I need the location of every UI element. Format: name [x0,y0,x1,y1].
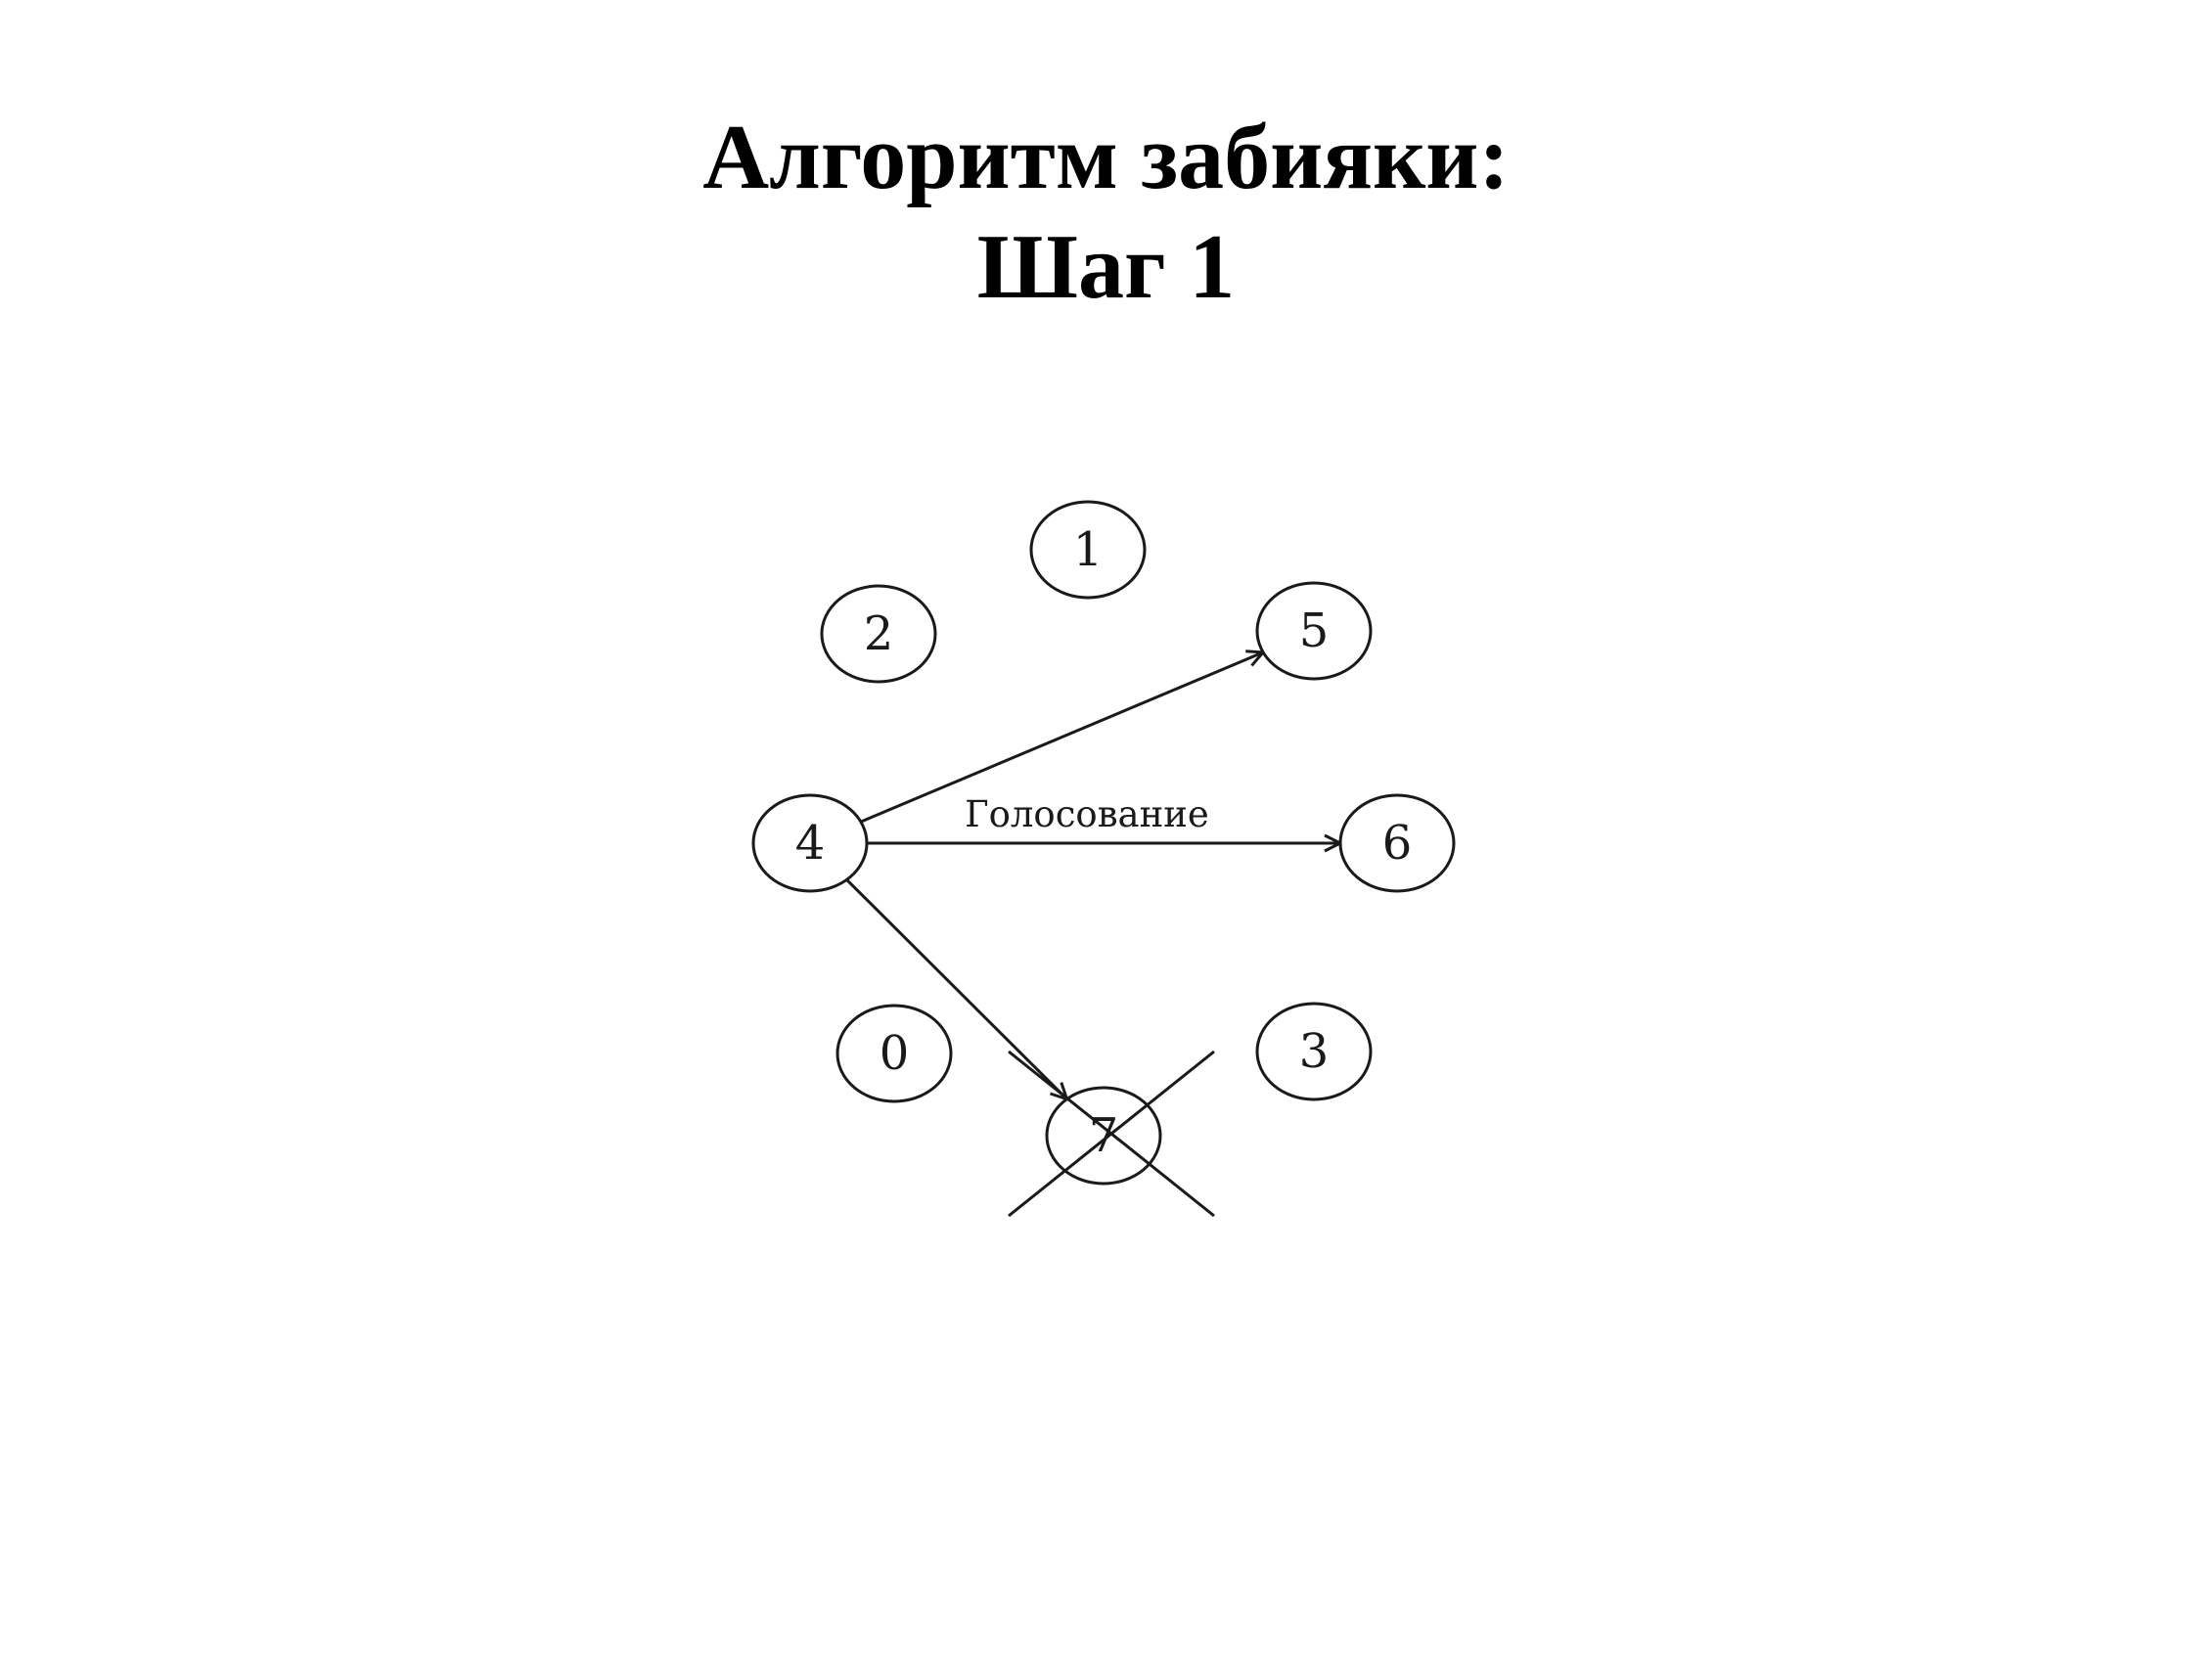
process-node-label-3: 3 [1299,1024,1330,1079]
slide-title-line2: Шаг 1 [976,216,1236,318]
process-node-label-5: 5 [1299,604,1330,658]
process-node-label-4: 4 [795,816,826,871]
process-node-circle-7 [1045,1086,1162,1186]
process-node-label-2: 2 [864,606,894,661]
edge-4-to-7 [845,878,1067,1098]
process-node-1: 1 [1029,500,1147,600]
process-node-label-1: 1 [1073,522,1104,577]
edges-layer: Голосование [845,652,1340,1099]
process-node-2: 2 [820,584,937,684]
process-node-6: 6 [1338,793,1456,893]
process-node-circle-2 [820,584,937,684]
process-node-label-6: 6 [1382,816,1413,871]
process-node-circle-6 [1338,793,1456,893]
crossed-out-mark [1008,1050,1215,1218]
edge-label-4-to-6: Голосование [965,793,1209,835]
process-node-circle-4 [751,793,869,893]
process-node-circle-5 [1255,581,1373,681]
slide-title-line1: Алгоритм забияки: [702,107,1510,208]
cross-line-2 [1008,1050,1215,1218]
nodes-layer: 1 2 5 4 6 0 3 7 [751,500,1456,1186]
process-node-label-0: 0 [880,1026,910,1081]
process-node-circle-1 [1029,500,1147,600]
slide-title: Алгоритм забияки: Шаг 1 [0,103,2212,322]
process-node-circle-0 [835,1004,953,1103]
edge-4-to-5 [860,652,1263,824]
process-node-5: 5 [1255,581,1373,681]
process-node-0: 0 [835,1004,953,1103]
process-node-4: 4 [751,793,869,893]
process-node-3: 3 [1255,1002,1373,1101]
process-node-circle-3 [1255,1002,1373,1101]
process-node-7: 7 [1045,1086,1162,1186]
